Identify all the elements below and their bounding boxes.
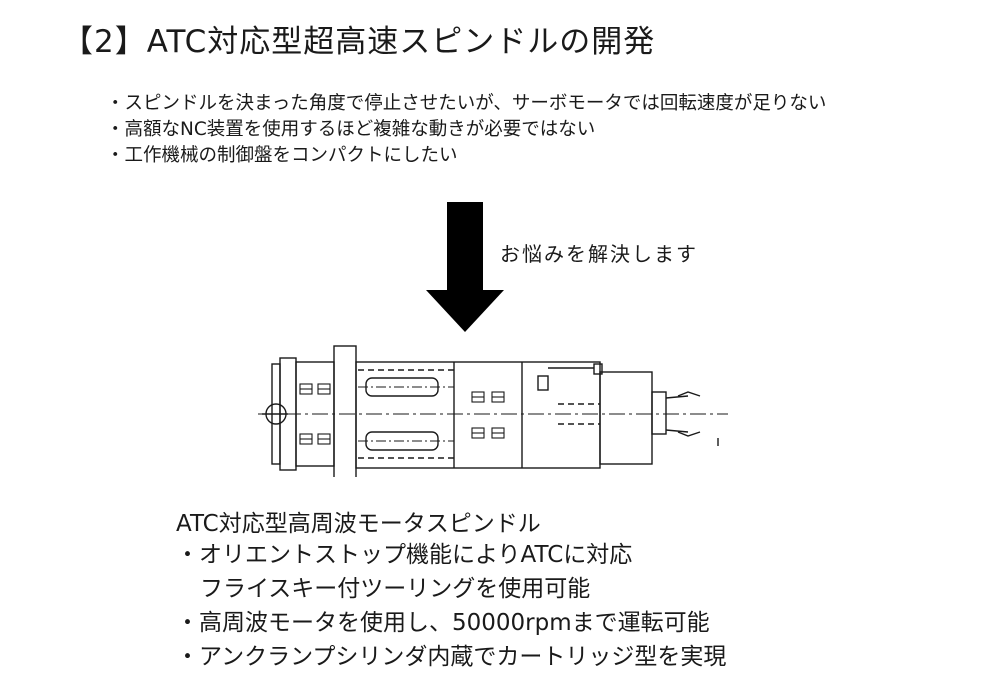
page-title: 【2】ATC対応型超高速スピンドルの開発 xyxy=(62,24,656,60)
feature-list: ・オリエントストップ機能によりATCに対応 フライスキー付ツーリングを使用可能 … xyxy=(176,538,726,674)
feature-item-continuation: フライスキー付ツーリングを使用可能 xyxy=(200,576,591,602)
solve-label: お悩みを解決します xyxy=(500,242,698,266)
feature-item: ・オリエントストップ機能によりATCに対応 xyxy=(176,542,633,568)
problem-item: ・高額なNC装置を使用するほど複雑な動きが必要ではない xyxy=(106,119,596,140)
problem-item: ・スピンドルを決まった角度で停止させたいが、サーボモータでは回転速度が足りない xyxy=(106,93,827,114)
problem-list: ・スピンドルを決まった角度で停止させたいが、サーボモータでは回転速度が足りない … xyxy=(106,91,826,169)
feature-item: ・高周波モータを使用し、50000rpmまで運転可能 xyxy=(176,610,710,636)
down-arrow-icon xyxy=(426,202,504,332)
product-name: ATC対応型高周波モータスピンドル xyxy=(176,511,541,537)
spindle-drawing xyxy=(258,345,728,477)
feature-item: ・アンクランプシリンダ内蔵でカートリッジ型を実現 xyxy=(176,644,727,670)
problem-item: ・工作機械の制御盤をコンパクトにしたい xyxy=(106,145,458,166)
